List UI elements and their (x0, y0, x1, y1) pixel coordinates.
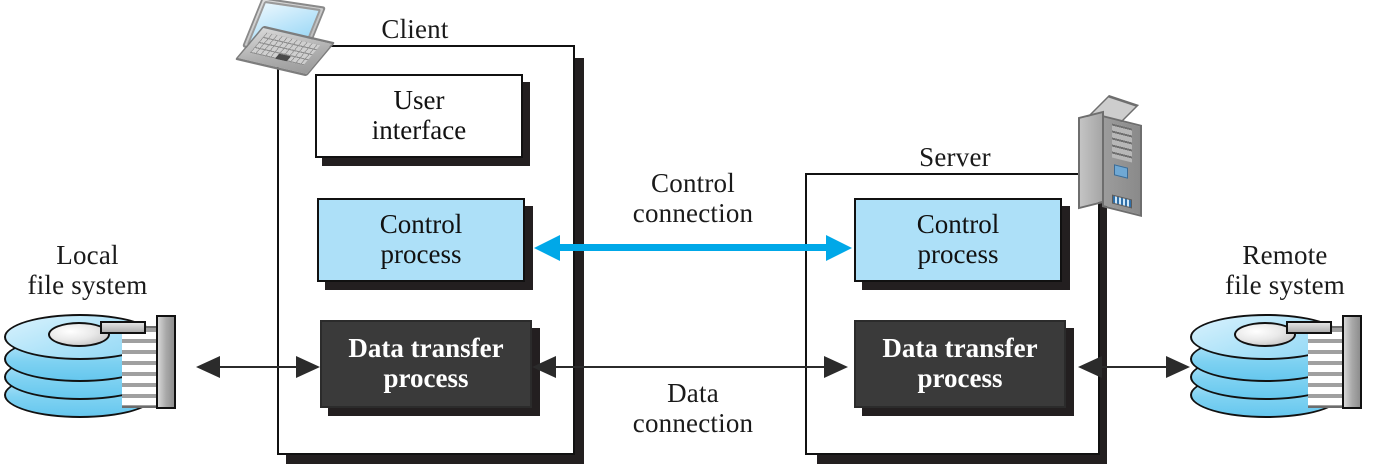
data-connection-arrow-right (824, 356, 848, 378)
remote-data-arrow-right (1166, 356, 1190, 378)
local-data-arrow-right (296, 356, 320, 378)
server-tower-icon (1078, 95, 1158, 217)
local-data-line (198, 366, 318, 368)
disk-head-comb (1308, 326, 1348, 408)
control-connection-arrow-right (826, 235, 852, 261)
server-side-panel (1078, 110, 1104, 210)
server-control-process-box: Control process (854, 198, 1062, 282)
remote-file-system-label: Remote file system (1225, 240, 1345, 301)
client-control-process-box: Control process (317, 198, 525, 282)
disk-head-arm (100, 321, 146, 334)
disk-head-arm (1286, 321, 1332, 334)
client-title: Client (381, 14, 449, 44)
local-file-system-label: Local file system (27, 240, 148, 301)
data-connection-arrow-left (532, 356, 556, 378)
disk-spindle-hub (48, 322, 110, 347)
client-user-interface-box: User interface (315, 74, 523, 158)
disk-head-bracket (156, 315, 176, 409)
local-data-arrow-left (196, 356, 220, 378)
remote-disk-stack-icon (1190, 312, 1362, 422)
server-vent-slats (1112, 123, 1132, 163)
remote-data-line (1082, 366, 1186, 368)
control-connection-arrow-left (534, 235, 560, 261)
control-connection-line (560, 244, 840, 251)
server-title: Server (919, 142, 991, 172)
server-data-transfer-box: Data transfer process (854, 320, 1066, 408)
control-connection-label: Control connection (632, 168, 754, 229)
remote-data-arrow-left (1078, 356, 1102, 378)
data-connection-line (556, 366, 846, 368)
local-disk-stack-icon (4, 312, 176, 422)
laptop-icon (234, 0, 336, 77)
data-connection-label: Data connection (632, 378, 754, 439)
client-data-transfer-box: Data transfer process (320, 320, 532, 408)
disk-spindle-hub (1234, 322, 1296, 347)
disk-head-bracket (1342, 315, 1362, 409)
